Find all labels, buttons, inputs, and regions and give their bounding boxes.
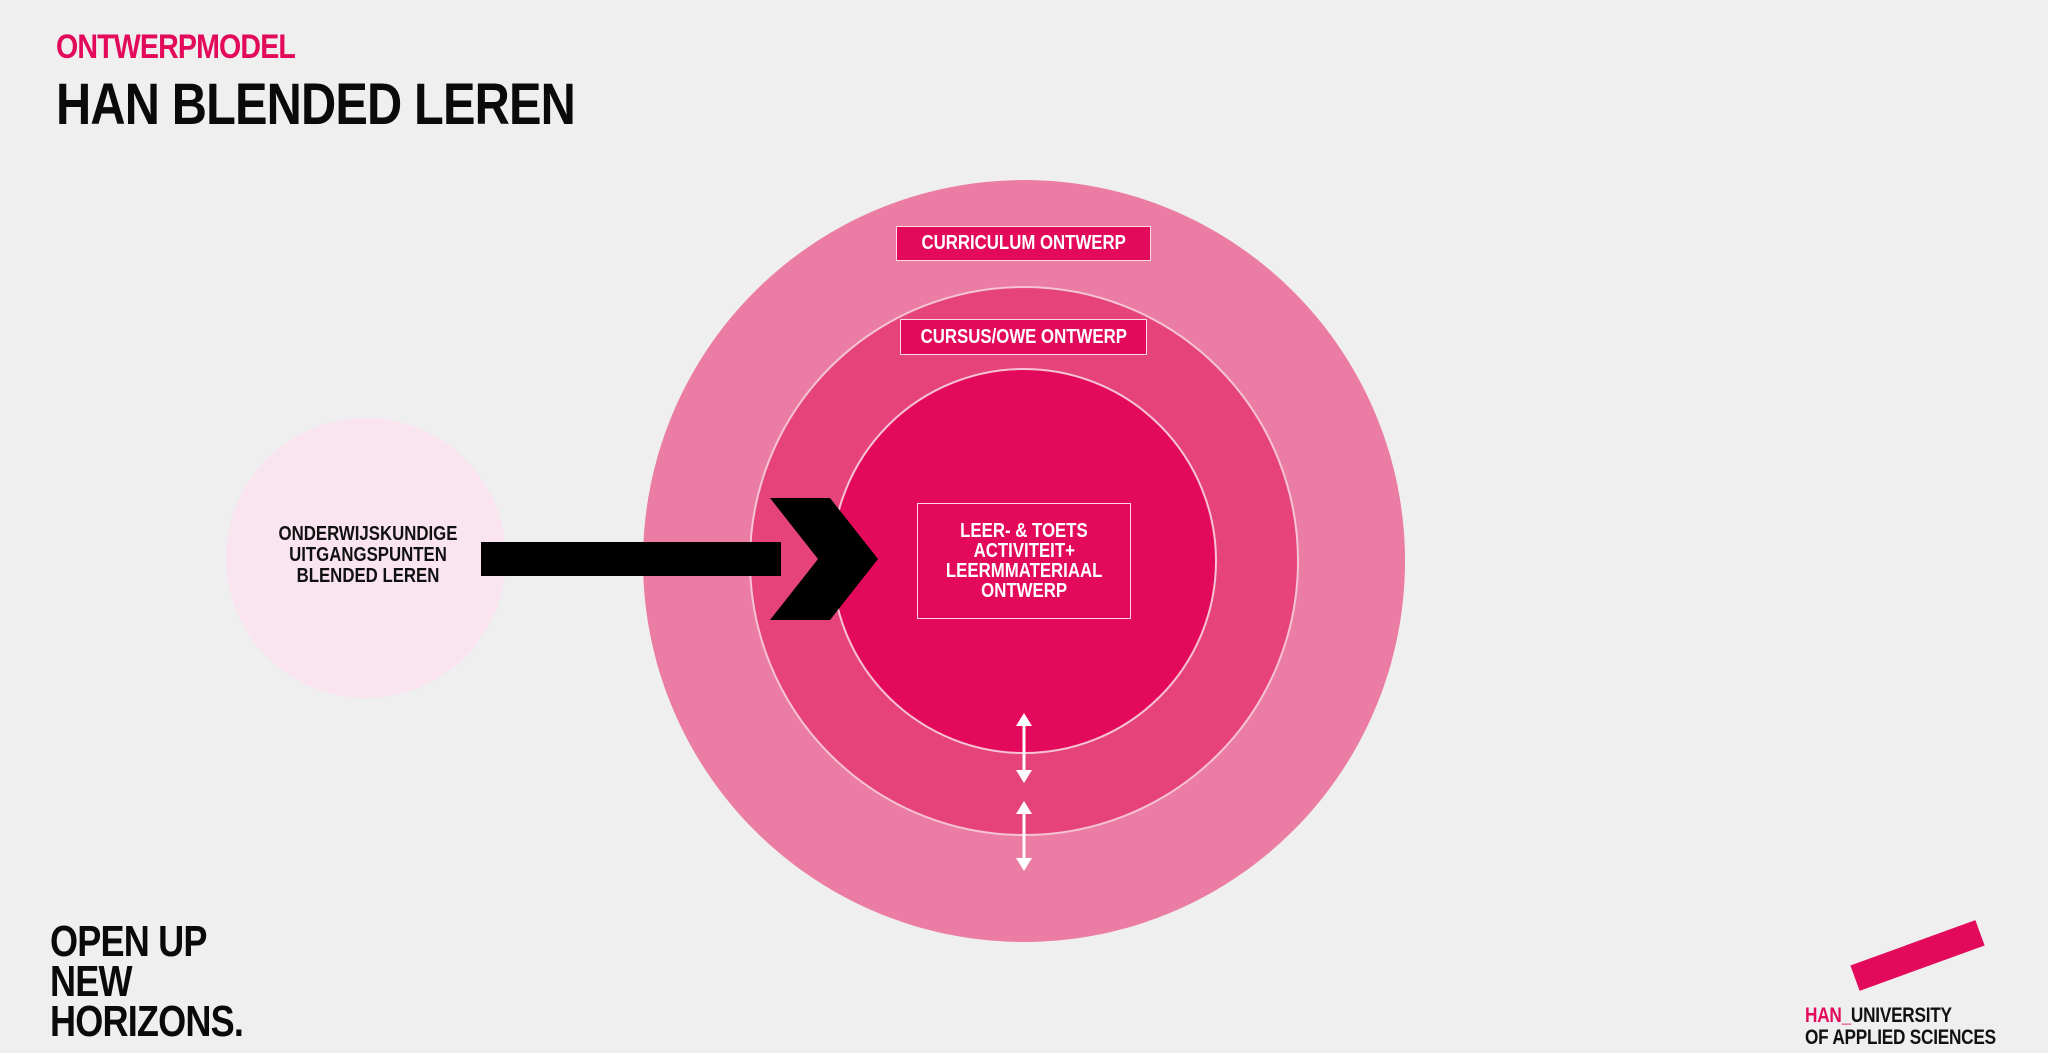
cursus-owe-ontwerp-text: CURSUS/OWE ONTWERP [920,325,1127,348]
onderwijskundige-uitgangspunten-label: ONDERWIJSKUNDIGE UITGANGSPUNTEN BLENDED … [248,524,488,587]
arrow-icon [481,498,878,620]
logo-university: UNIVERSITY [1850,1004,1952,1027]
slogan-line: HORIZONS. [50,997,244,1046]
han-logo: HAN_UNIVERSITY OF APPLIED SCIENCES [1805,1005,2038,1049]
double-arrow-icon [1016,801,1032,871]
core-label-line: ACTIVITEIT+ [973,540,1075,562]
slogan-line: NEW [50,957,133,1006]
double-arrow-icon [1016,713,1032,783]
input-label-line: UITGANGSPUNTEN [289,544,447,566]
slogan: OPEN UP NEW HORIZONS. [50,917,285,1046]
slide-title: HAN BLENDED LEREN [56,72,576,137]
leer-toets-ontwerp-label: LEER- & TOETS ACTIVITEIT+ LEERMMATERIAAL… [917,503,1131,619]
cursus-owe-ontwerp-label: CURSUS/OWE ONTWERP [900,319,1147,355]
core-label-line: LEER- & TOETS [960,520,1088,542]
logo-line-1: HAN_UNIVERSITY [1805,1005,1996,1027]
slide-kicker: ONTWERPMODEL [56,28,296,66]
core-label-line: LEERMMATERIAAL [945,560,1103,582]
input-label-line: ONDERWIJSKUNDIGE [278,523,458,545]
curriculum-ontwerp-text: CURRICULUM ONTWERP [921,232,1126,254]
input-circle [226,418,506,698]
slogan-line: OPEN UP [50,917,207,966]
input-label-line: BLENDED LEREN [296,565,440,587]
logo-han: HAN_ [1805,1004,1851,1027]
curriculum-ontwerp-label: CURRICULUM ONTWERP [896,226,1151,261]
logo-line-2: OF APPLIED SCIENCES [1805,1026,1996,1049]
core-label-line: ONTWERP [981,580,1067,602]
